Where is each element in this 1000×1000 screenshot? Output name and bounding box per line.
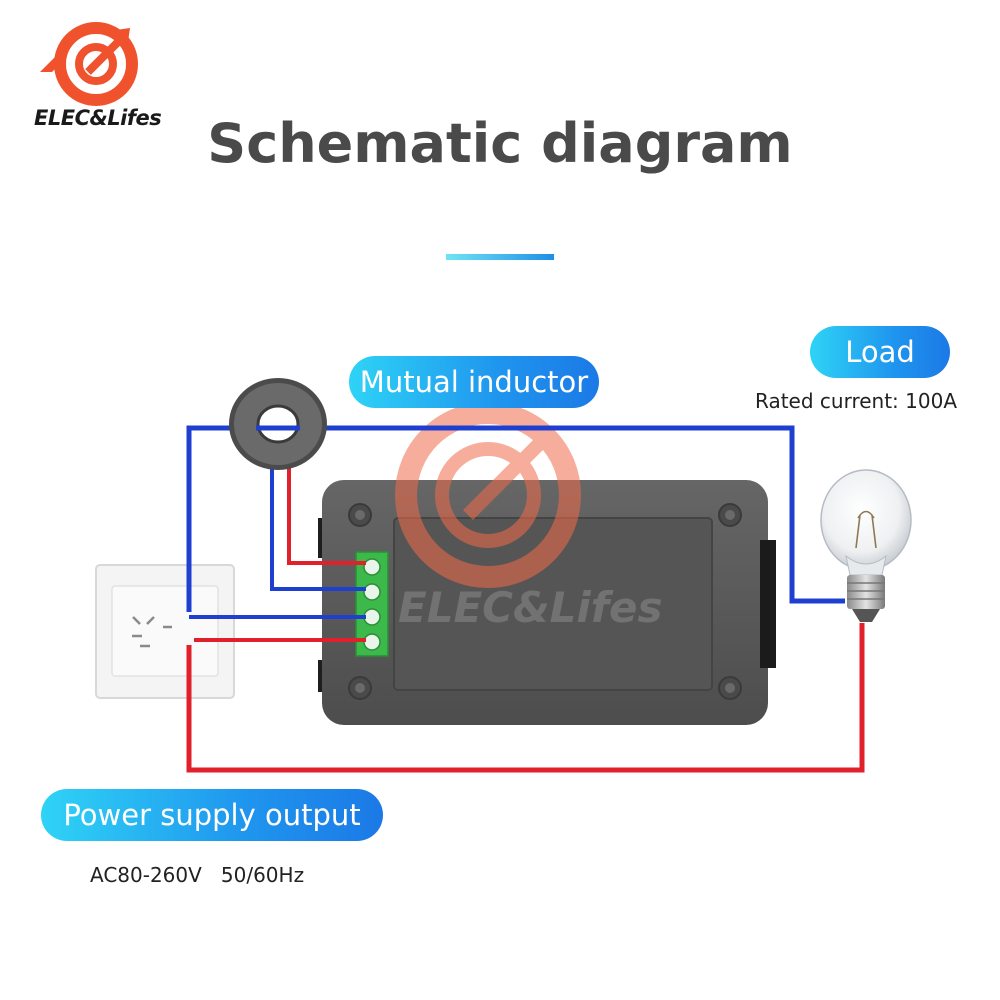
brand-name: ELEC&Lifes xyxy=(34,106,162,130)
mutual-inductor-label: Mutual inductor xyxy=(349,356,599,408)
load-label: Load xyxy=(810,326,950,378)
power-caption: AC80-260V 50/60Hz xyxy=(90,863,305,887)
power-supply-label: Power supply output xyxy=(41,789,383,841)
elec-lifes-logo-icon xyxy=(40,22,138,106)
wire-blue-line xyxy=(186,425,845,612)
watermark-logo: ELEC&Lifes xyxy=(395,402,663,632)
current-transformer-icon xyxy=(229,378,327,470)
wire-blue-ct xyxy=(270,452,366,591)
title-underline xyxy=(446,254,554,260)
light-bulb-icon xyxy=(820,469,912,622)
page-title: Schematic diagram xyxy=(207,112,793,175)
wall-socket-icon xyxy=(95,564,235,699)
wires xyxy=(186,425,865,773)
load-caption: Rated current: 100A xyxy=(755,389,958,413)
wire-red-line xyxy=(186,623,865,773)
wire-red-ct xyxy=(287,452,366,565)
watermark-text: ELEC&Lifes xyxy=(398,583,663,632)
